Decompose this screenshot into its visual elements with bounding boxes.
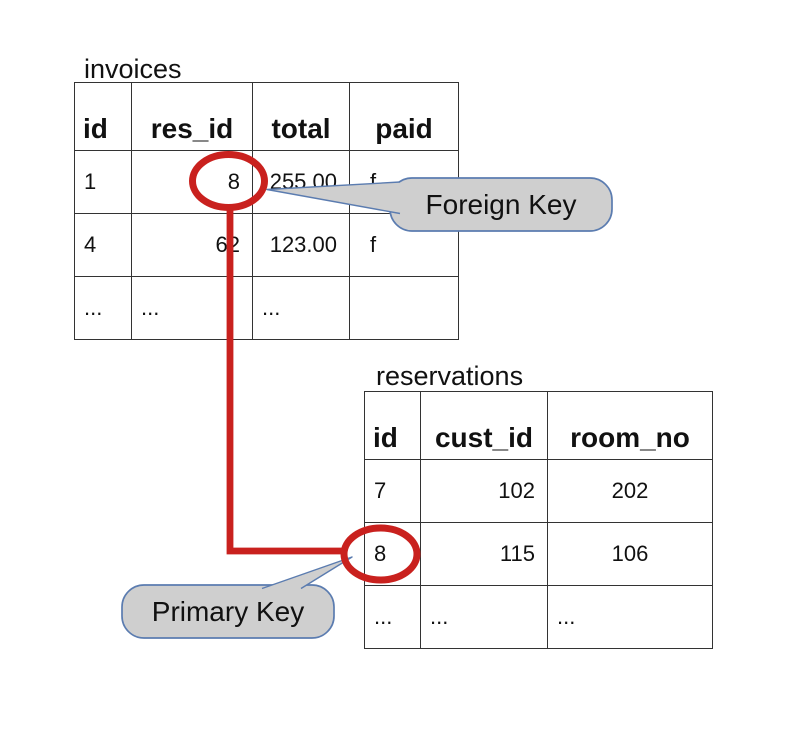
column-header-room-no: room_no [547, 391, 713, 460]
table-title-reservations: reservations [376, 361, 524, 391]
primary-key-label: Primary Key [151, 595, 305, 627]
table-cell: ... [364, 585, 421, 649]
table-row: 1 8 255.00 f [74, 150, 459, 214]
column-header-id: id [364, 391, 421, 460]
column-header-total: total [252, 82, 350, 151]
table-cell: 115 [420, 522, 548, 586]
table-cell: ... [252, 276, 350, 340]
primary-key-callout-pointer [261, 556, 353, 590]
table-row: 4 62 123.00 f [74, 213, 459, 277]
table-cell: 102 [420, 459, 548, 523]
table-header-row: id res_id total paid [74, 82, 459, 151]
table-cell: 106 [547, 522, 713, 586]
table-row: ... ... ... [364, 585, 713, 649]
table-row: 7 102 202 [364, 459, 713, 523]
table-cell [349, 276, 459, 340]
table-cell: 1 [74, 150, 132, 214]
table-row: ... ... ... [74, 276, 459, 340]
column-header-id: id [74, 82, 132, 151]
table-cell: 4 [74, 213, 132, 277]
table-title-invoices: invoices [84, 54, 182, 84]
table-cell: f [349, 150, 459, 214]
table-cell: 202 [547, 459, 713, 523]
column-header-res-id: res_id [131, 82, 253, 151]
table-header-row: id cust_id room_no [364, 391, 713, 460]
table-cell: f [349, 213, 459, 277]
table-cell: ... [547, 585, 713, 649]
table-cell-primary-key-value: 8 [364, 522, 421, 586]
table-invoices: id res_id total paid 1 8 255.00 f 4 62 1… [74, 82, 459, 340]
table-cell: ... [420, 585, 548, 649]
table-cell: ... [131, 276, 253, 340]
table-cell: 62 [131, 213, 253, 277]
table-row: 8 115 106 [364, 522, 713, 586]
table-reservations: id cust_id room_no 7 102 202 8 115 106 .… [364, 391, 713, 649]
column-header-cust-id: cust_id [420, 391, 548, 460]
table-cell: 123.00 [252, 213, 350, 277]
table-cell-foreign-key-value: 8 [131, 150, 253, 214]
primary-key-callout-bubble [121, 584, 335, 639]
table-cell: 7 [364, 459, 421, 523]
column-header-paid: paid [349, 82, 459, 151]
table-cell: 255.00 [252, 150, 350, 214]
table-cell: ... [74, 276, 132, 340]
